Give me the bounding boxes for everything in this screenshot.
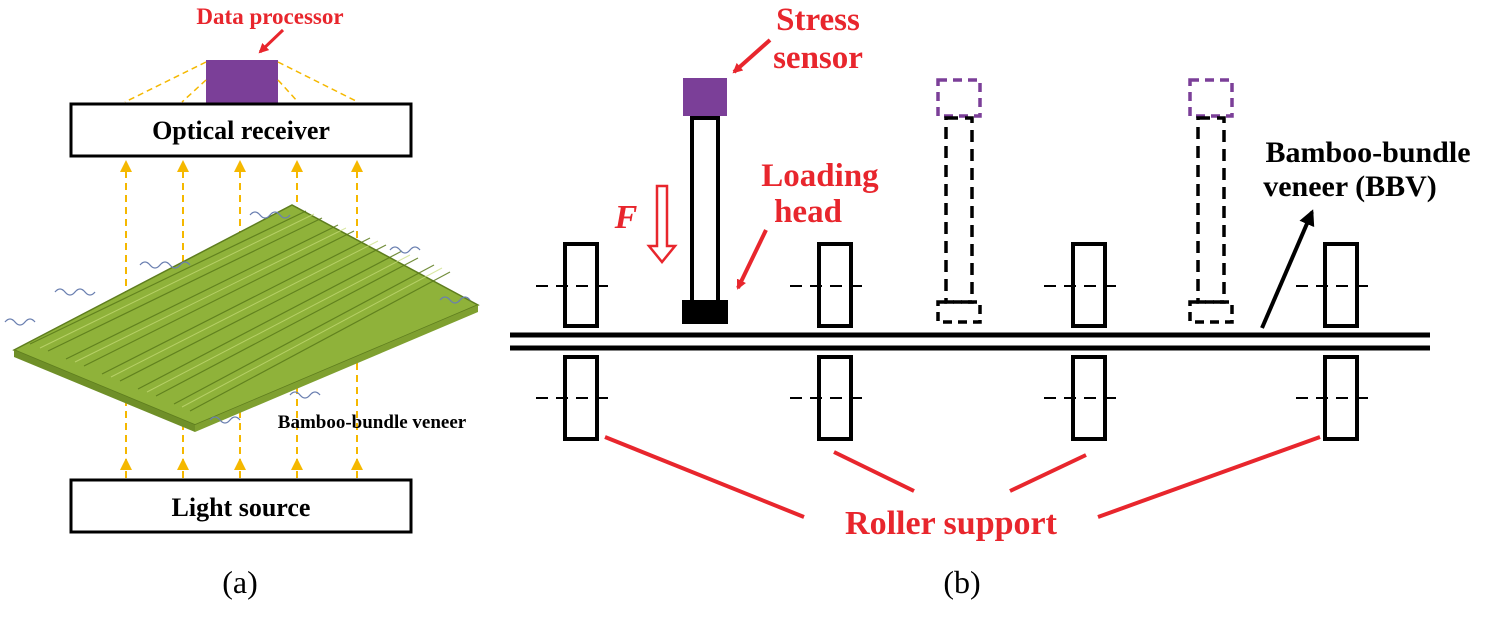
loading-head-pointer-arrow: [736, 229, 768, 290]
roller-center-lines: [536, 285, 1376, 399]
light-wave-lines: [4, 211, 471, 424]
light-source-label: Light source: [172, 493, 311, 522]
bbv-label-line2: veneer (BBV): [1263, 170, 1437, 203]
stress-sensor-label-line1: Stress: [776, 2, 860, 38]
loading-head-block: [682, 300, 728, 324]
stress-sensor-pointer-arrow: [732, 38, 772, 74]
panel-b-caption: (b): [943, 564, 980, 600]
loading-head-ghost-2: [1188, 78, 1234, 324]
force-label: F: [614, 199, 638, 236]
panel-a-caption: (a): [222, 564, 258, 600]
loading-head-label-line1: Loading: [761, 158, 879, 194]
roller-bottom-4: [1323, 355, 1359, 441]
force-arrow-icon: [646, 184, 678, 264]
loading-head-ghost-1: [936, 78, 982, 324]
light-ray-source-arrowheads: [120, 458, 363, 470]
light-source-box: [69, 478, 413, 534]
processor-connection-lines: [124, 61, 359, 103]
bamboo-veneer-sheet: [12, 204, 480, 432]
data-processor-pointer-arrow: [258, 28, 285, 54]
roller-support-label: Roller support: [845, 505, 1058, 542]
bbv-label-line1: Bamboo-bundle: [1265, 136, 1470, 169]
stress-sensor-label-line2: sensor: [773, 40, 863, 76]
roller-supports-top: [563, 242, 1359, 328]
roller-supports-bottom: [563, 355, 1359, 441]
data-processor-block: [206, 60, 278, 104]
data-processor-label: Data processor: [196, 4, 343, 29]
bamboo-veneer-label: Bamboo-bundle veneer: [278, 412, 467, 433]
optical-receiver-box: [69, 102, 413, 158]
bbv-pointer-arrow: [1260, 209, 1315, 329]
roller-support-leaders: [604, 435, 1321, 519]
panel-a: Data processor Optical receiver Light so…: [4, 4, 480, 600]
loading-rod: [690, 116, 720, 304]
loading-head-label-line2: head: [774, 194, 842, 230]
panel-b: Stress sensor Loading head F Bamboo-bund…: [510, 2, 1471, 600]
stress-sensor-block: [683, 78, 727, 116]
optical-receiver-label: Optical receiver: [152, 116, 330, 145]
